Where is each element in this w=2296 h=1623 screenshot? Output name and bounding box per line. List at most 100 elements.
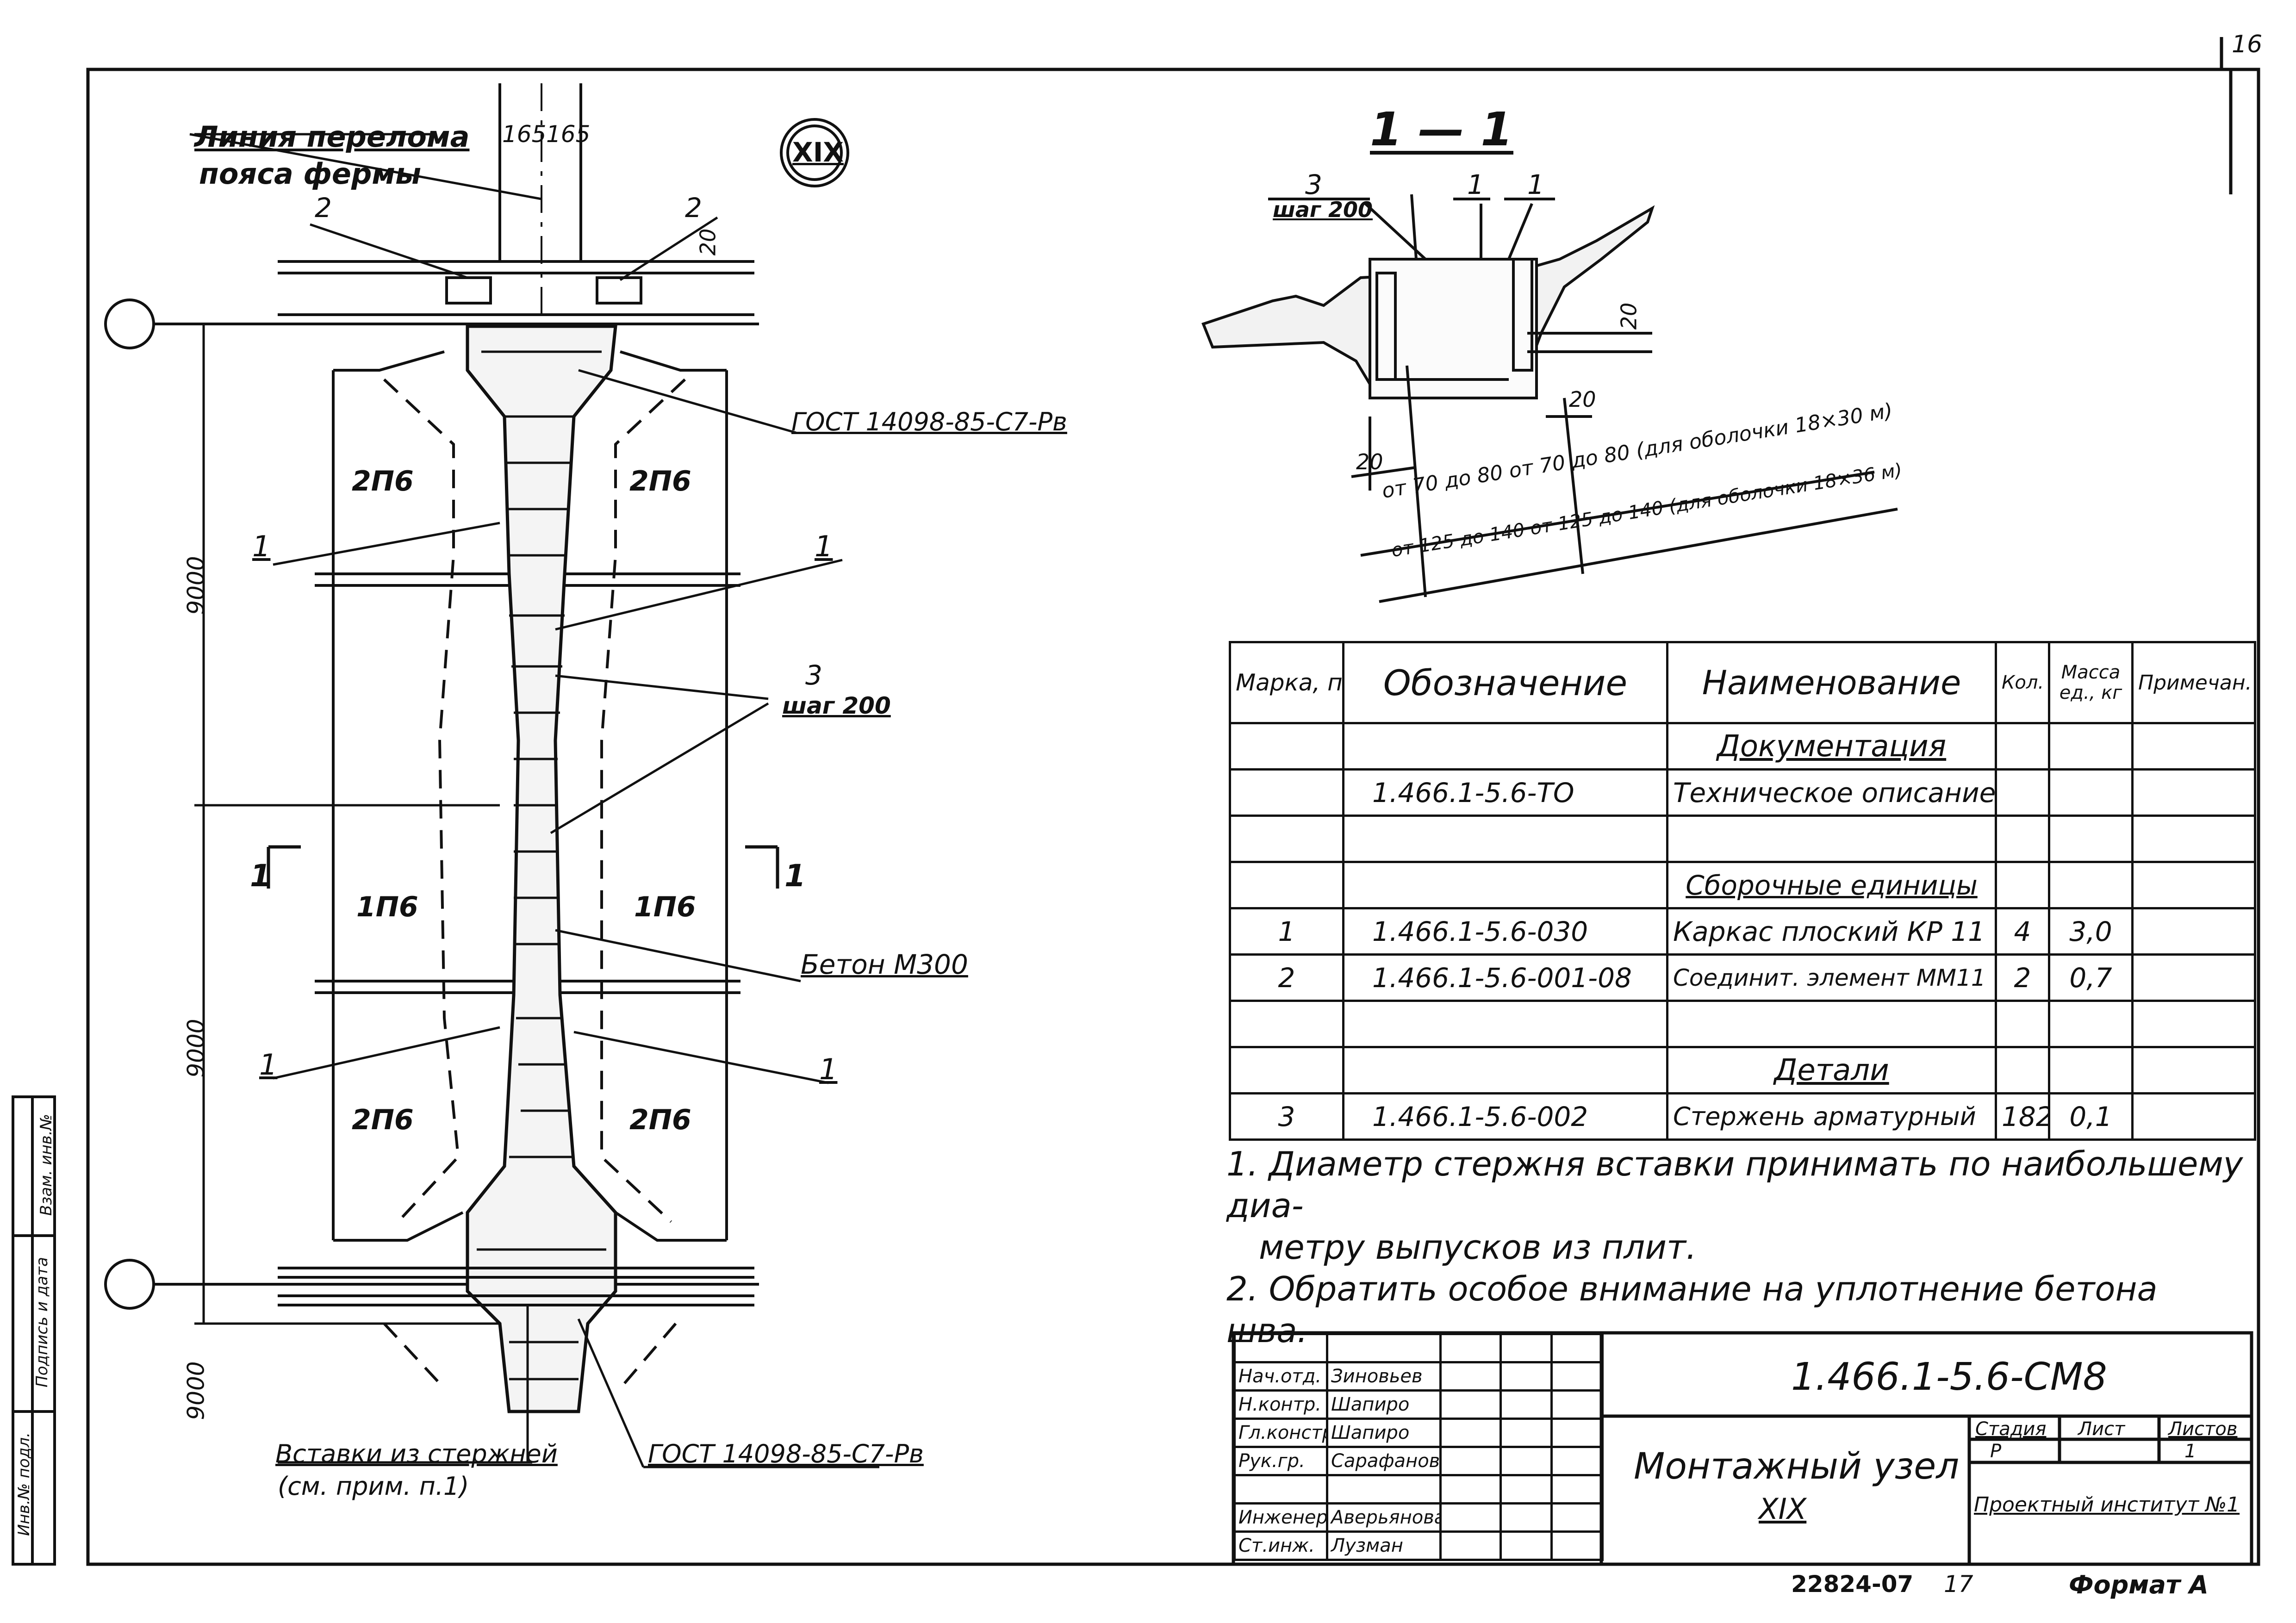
cell-name	[1666, 815, 1997, 863]
signature-row: Ст.инж. Лузман	[1233, 1530, 1604, 1561]
col-name-header: Наименование	[1666, 641, 1997, 724]
gost-top: ГОСТ 14098-85-С7-Рв	[791, 407, 1067, 436]
section-pos-3: 3	[1305, 169, 1322, 200]
section-dim-20-b: 20	[1569, 387, 1596, 412]
panel-2p6-tr: 2П6	[629, 465, 691, 497]
dim-top-2: 165	[546, 121, 591, 148]
signature-row: Гл.констр. Шапиро	[1233, 1418, 1604, 1448]
cell-mass	[2048, 722, 2134, 771]
top-slab	[278, 83, 754, 1365]
note-line-2: метру выпусков из плит.	[1259, 1228, 1697, 1267]
stage-value: Р	[1990, 1441, 2002, 1462]
signature-cell	[1439, 1389, 1502, 1420]
name-cell: Аверьянова	[1326, 1502, 1442, 1533]
cell-note	[2131, 953, 2256, 1002]
table-row	[1229, 1000, 2256, 1048]
side-stamp-frame	[12, 1095, 56, 1566]
role-cell: Ст.инж.	[1233, 1530, 1328, 1561]
section-1-1-graphic	[1201, 151, 1898, 603]
signature-cell	[1439, 1446, 1502, 1476]
cell-name: Соединит. элемент ММ11	[1666, 953, 1997, 1002]
cell-mass: 0,7	[2048, 953, 2134, 1002]
label-2-left: 2	[315, 192, 332, 224]
signature-cell	[1439, 1502, 1502, 1533]
cell-designation	[1342, 861, 1668, 909]
cell-qty: 182	[1995, 1092, 2050, 1141]
dim-line-left	[194, 324, 500, 1325]
section-dim-20-c: 20	[1356, 449, 1383, 474]
step-200: шаг 200	[782, 692, 891, 719]
sheet-number: 17	[1944, 1571, 1973, 1598]
concrete-grade: Бетон М300	[801, 949, 968, 980]
cell-note	[2131, 1046, 2256, 1094]
dim-9000-c: 9000	[182, 1361, 210, 1420]
cell-qty	[1995, 1046, 2050, 1094]
cell-mass	[2048, 1000, 2134, 1048]
signature-row: Нач.отд. Зиновьев	[1233, 1361, 1604, 1392]
sheet-label: Лист	[2078, 1418, 2125, 1440]
cell-pos: 3	[1229, 1092, 1344, 1141]
cell-designation	[1342, 1046, 1668, 1094]
section-title: 1 — 1	[1370, 102, 1513, 156]
drawing-title-mark: XIX	[1759, 1492, 1807, 1526]
cell-pos	[1229, 1046, 1344, 1094]
break-line-label2: пояса фермы	[199, 157, 422, 191]
node-mark-circle	[780, 118, 849, 187]
section-mark-right: 1	[784, 858, 806, 894]
pos-1-c: 1	[259, 1048, 278, 1082]
leader-lines	[189, 133, 879, 1468]
gost-bottom: ГОСТ 14098-85-С7-Рв	[648, 1439, 924, 1468]
table-row: Документация	[1229, 722, 2256, 771]
cell-qty	[1995, 1000, 2050, 1048]
signature-cell	[1439, 1530, 1502, 1561]
inventory-number: 22824-07	[1791, 1571, 1914, 1598]
cell-name-section: Документация	[1666, 722, 1997, 771]
cell-note	[2131, 722, 2256, 771]
dim-20-top: 20	[695, 228, 721, 256]
name-cell: Шапиро	[1326, 1418, 1442, 1448]
pos-1-d: 1	[819, 1052, 838, 1086]
cell-name	[1666, 1000, 1997, 1048]
side-stamp-col3: Взам. инв.№	[37, 1113, 56, 1216]
col-designation-header: Обозначение	[1342, 641, 1668, 724]
cell-designation: 1.466.1-5.6-002	[1342, 1092, 1668, 1141]
signature-cell	[1439, 1418, 1502, 1448]
pos-1-a: 1	[252, 529, 271, 563]
cell-note	[2131, 907, 2256, 956]
cell-qty: 2	[1995, 953, 2050, 1002]
page-number: 16	[2232, 31, 2263, 58]
cell-designation: 1.466.1-5.6-ТО	[1342, 768, 1668, 817]
format-label: Формат А	[2069, 1570, 2209, 1599]
cell-mass: 0,1	[2048, 1092, 2134, 1141]
cell-pos	[1229, 1000, 1344, 1048]
signature-row: Рук.гр. Сарафанова	[1233, 1446, 1604, 1476]
note-line-3: 2. Обратить особое внимание на уплотнени…	[1226, 1269, 2158, 1350]
cell-designation	[1342, 722, 1668, 771]
name-cell: Сарафанова	[1326, 1446, 1442, 1476]
table-row: 3 1.466.1-5.6-002 Стержень арматурный 18…	[1229, 1092, 2256, 1141]
col-pos-header: Марка, поз.	[1229, 641, 1344, 724]
cell-note	[2131, 1092, 2256, 1141]
cell-name-section: Сборочные единицы	[1666, 861, 1997, 909]
table-row	[1229, 815, 2256, 863]
dim-9000-b: 9000	[182, 1019, 210, 1078]
panel-2p6-br: 2П6	[629, 1104, 691, 1136]
sheets-value: 1	[2184, 1441, 2196, 1462]
cell-qty	[1995, 861, 2050, 909]
inserts-label: Вставки из стержней	[275, 1439, 558, 1468]
cell-pos	[1229, 815, 1344, 863]
concrete-joint	[466, 324, 617, 1413]
section-pos-1a: 1	[1467, 169, 1484, 200]
cell-pos	[1229, 722, 1344, 771]
pos-3: 3	[805, 659, 822, 691]
signature-cell	[1439, 1361, 1502, 1392]
cell-qty	[1995, 815, 2050, 863]
break-line-label: Линия перелома	[194, 120, 470, 154]
note-line-1: 1. Диаметр стержня вставки принимать по …	[1226, 1144, 2243, 1225]
cell-designation	[1342, 1000, 1668, 1048]
bottom-slab	[278, 1267, 754, 1306]
role-cell: Рук.гр.	[1233, 1446, 1328, 1476]
name-cell: Шапиро	[1326, 1389, 1442, 1420]
dim-top-1: 165	[502, 121, 547, 148]
cell-name: Техническое описание	[1666, 768, 1997, 817]
